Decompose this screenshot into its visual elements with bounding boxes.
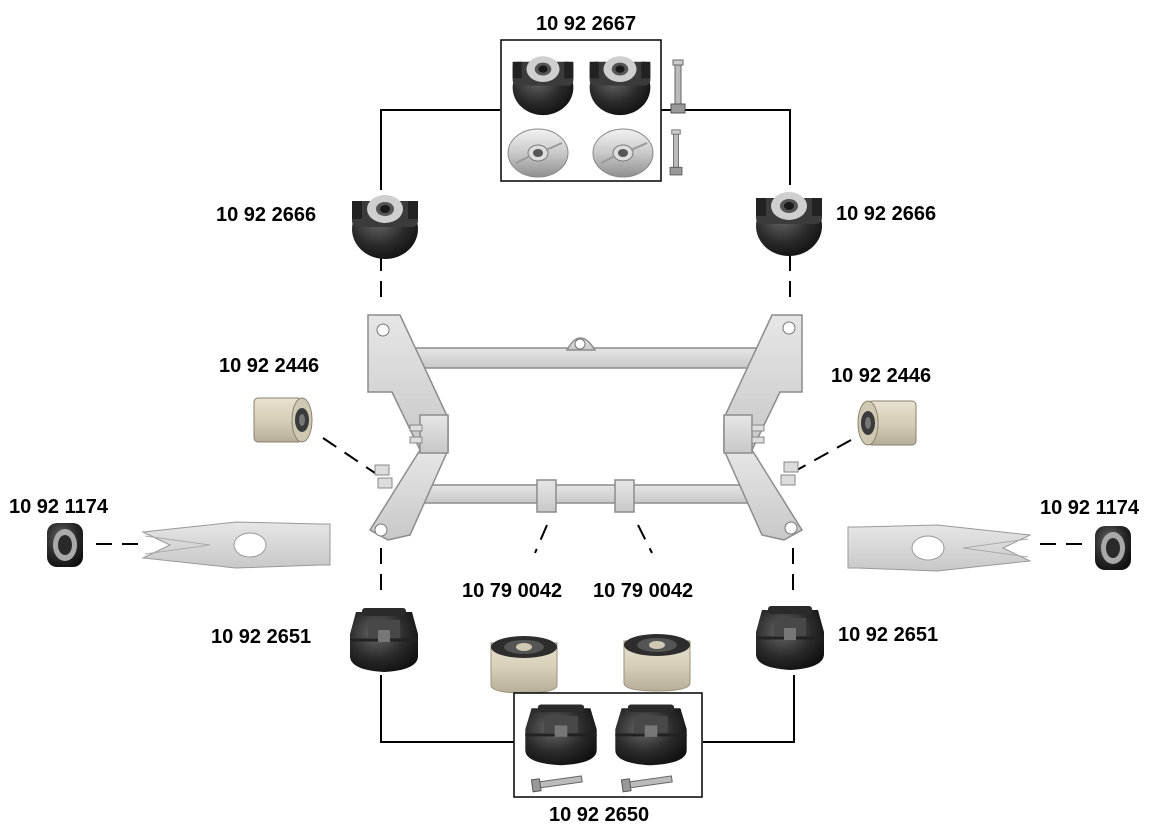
- bushing-right: [858, 401, 916, 445]
- label-kit-bottom: 10 92 2650: [549, 804, 649, 826]
- label-mount-bottom-right: 10 92 2651: [838, 624, 938, 646]
- label-bushing-right: 10 92 2446: [831, 365, 931, 387]
- label-arm-bush-right: 10 92 1174: [1040, 497, 1139, 519]
- label-bushing-left: 10 92 2446: [219, 355, 319, 377]
- label-mount-top-left: 10 92 2666: [216, 204, 316, 226]
- label-kit-top: 10 92 2667: [536, 13, 636, 35]
- center-bush-right: [624, 634, 690, 691]
- control-arm-right: [848, 525, 1030, 571]
- label-mount-bottom-left: 10 92 2651: [211, 626, 311, 648]
- center-bush-left: [491, 636, 557, 693]
- mount-top-right: [756, 192, 822, 256]
- label-arm-bush-left: 10 92 1174: [9, 496, 108, 518]
- label-center-bush-right: 10 79 0042: [593, 580, 693, 602]
- bottom-kit-box: [514, 693, 702, 797]
- bushing-left: [254, 398, 312, 442]
- mount-bottom-right: [756, 606, 824, 670]
- arm-bush-left: [47, 523, 83, 567]
- top-kit-box: [501, 40, 685, 181]
- subframe: [368, 315, 802, 540]
- label-mount-top-right: 10 92 2666: [836, 203, 936, 225]
- mount-top-left: [352, 195, 418, 259]
- arm-bush-right: [1095, 526, 1131, 570]
- control-arm-left: [143, 522, 330, 568]
- mount-bottom-left: [350, 608, 418, 672]
- label-center-bush-left: 10 79 0042: [462, 580, 562, 602]
